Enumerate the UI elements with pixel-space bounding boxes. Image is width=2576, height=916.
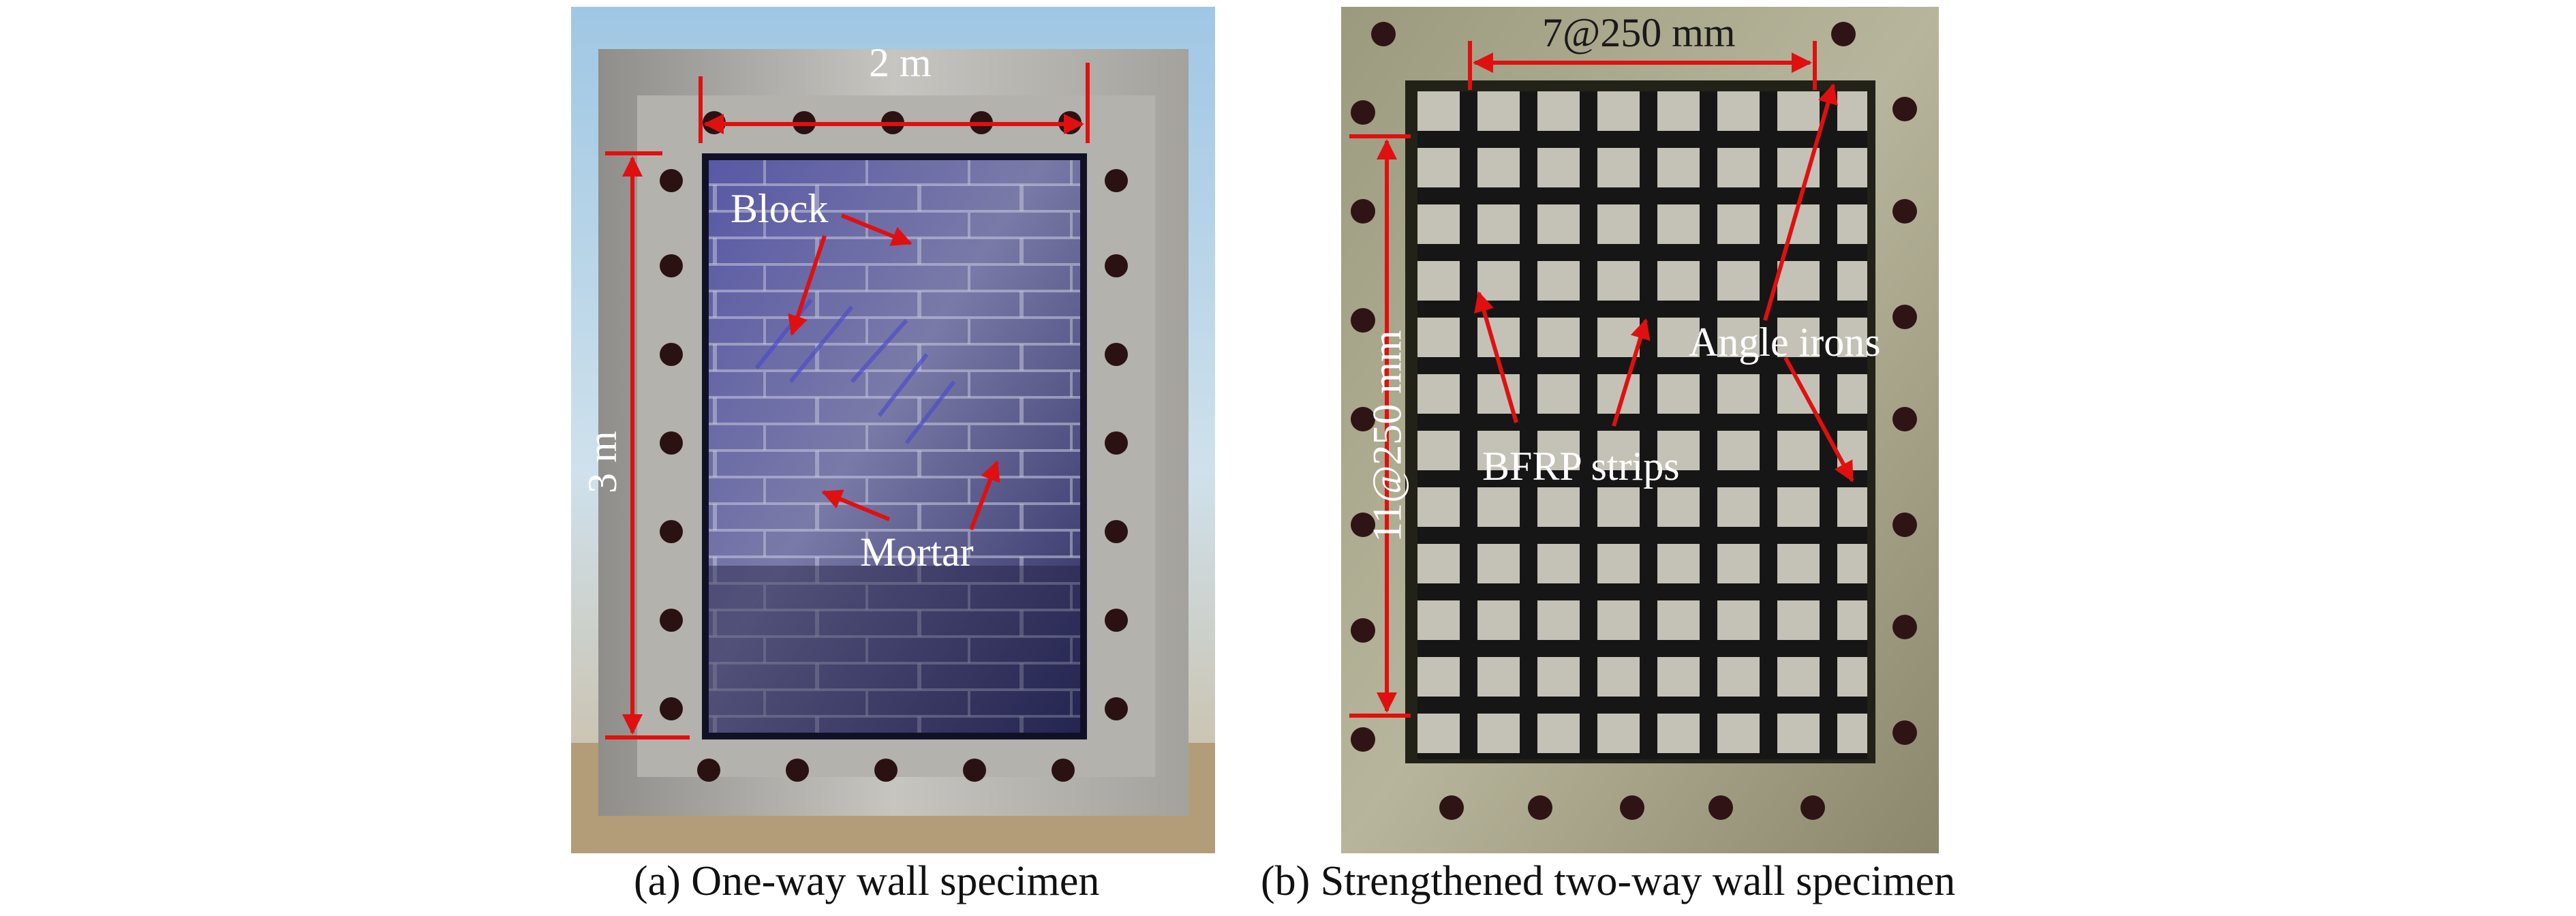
block-arrow-1 [840, 213, 913, 246]
panel-b-photo [1341, 7, 1939, 853]
panel-a-caption: (a) One-way wall specimen [634, 858, 1100, 904]
width-dimension-label: 2 m [869, 40, 932, 85]
mortar-label: Mortar [860, 530, 974, 575]
block-label: Block [731, 186, 829, 231]
panel-b-annotations [1349, 41, 1854, 718]
angle-irons-arrow-1 [1763, 83, 1838, 321]
bfrp-strips-label: BFRP strips [1482, 444, 1680, 489]
panel-a-annotations [605, 63, 1090, 739]
panel-b-caption: (b) Strengthened two-way wall specimen [1261, 858, 1956, 904]
height-dimension-label: 3 m [579, 431, 625, 493]
vertical-dimension-label: 11@250 mm [1364, 330, 1410, 543]
mortar-arrow-2 [969, 460, 1000, 531]
mortar-arrow-1 [821, 489, 891, 521]
angle-irons-label: Angle irons [1689, 320, 1881, 365]
horizontal-dimension-label: 7@250 mm [1542, 10, 1736, 55]
bolts-b [1351, 22, 1917, 820]
block-arrow-2 [788, 235, 827, 336]
angle-irons-arrow-2 [1783, 356, 1854, 483]
panel-a-photo [571, 7, 1215, 853]
bfrp-arrow-1 [1474, 291, 1518, 423]
bfrp-arrow-2 [1612, 318, 1651, 427]
